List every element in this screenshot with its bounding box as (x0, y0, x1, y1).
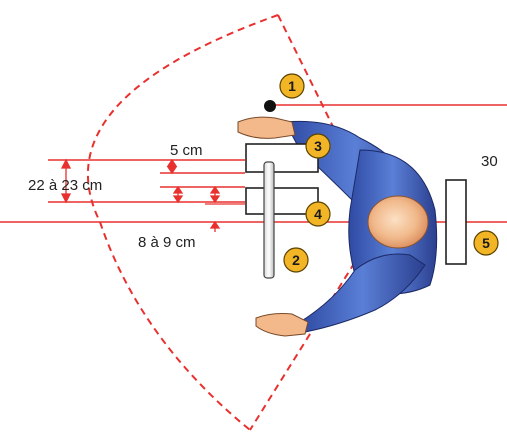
marker-2: 2 (283, 247, 309, 273)
marker-3-number: 3 (314, 138, 322, 154)
marker-5-number: 5 (482, 235, 490, 251)
marker-4-number: 4 (314, 206, 322, 222)
distance-label: 30 (481, 153, 498, 170)
marker-4: 4 (305, 201, 331, 227)
dimension-arrows (60, 158, 221, 232)
width-label: 5 cm (170, 142, 203, 159)
height-label: 22 à 23 cm (28, 177, 102, 194)
marker-3: 3 (305, 133, 331, 159)
marker-1-number: 1 (288, 78, 296, 94)
marker-5: 5 (473, 230, 499, 256)
marker-1: 1 (279, 73, 305, 99)
marker-2-number: 2 (292, 252, 300, 268)
depth-label: 8 à 9 cm (138, 234, 196, 251)
